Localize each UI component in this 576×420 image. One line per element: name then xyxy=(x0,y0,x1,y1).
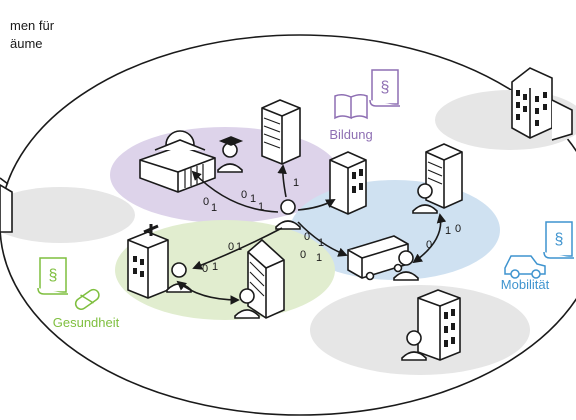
bit-label: 0 xyxy=(203,196,209,208)
header-fragment-line2: äume xyxy=(10,36,43,51)
bit-label: 0 xyxy=(241,189,247,201)
bit-label: 1 xyxy=(250,193,256,205)
arrow-to-museum xyxy=(191,170,279,213)
bit-label: 1 xyxy=(316,252,322,264)
bit-label: 0 xyxy=(300,249,306,261)
document-icon xyxy=(369,69,400,107)
bit-label: 1 xyxy=(445,225,451,237)
arrow-to-bus xyxy=(297,221,348,257)
arrow-bus-building xyxy=(412,213,447,264)
office-tower-icon xyxy=(329,151,367,215)
arrow-hospital-person xyxy=(176,280,240,305)
paragraph-symbol: § xyxy=(49,267,58,284)
binary-digits: 0 1 0 1 1 1 0 1 0 1 0 1 0 1 0 1 0 xyxy=(202,177,461,275)
bit-label: 1 xyxy=(236,241,242,253)
person-icon xyxy=(393,250,419,281)
person-icon xyxy=(412,183,438,214)
bit-label: 1 xyxy=(293,177,299,189)
mobilitaet-label: Mobilität xyxy=(501,277,550,292)
bit-label: 0 xyxy=(202,263,208,275)
bit-label: 1 xyxy=(211,202,217,214)
pill-icon xyxy=(74,288,100,310)
bit-label: 0 xyxy=(426,239,432,251)
connection-lines xyxy=(176,164,447,305)
person-icon xyxy=(401,330,427,361)
bildung-legend: § Bildung xyxy=(329,69,400,142)
graduate-person-icon xyxy=(217,136,244,173)
paragraph-symbol: § xyxy=(555,231,564,248)
office-tower-icon xyxy=(417,289,461,361)
bildung-label: Bildung xyxy=(329,127,372,142)
header-fragment-line1: men für xyxy=(10,18,55,33)
arrow-to-hospital xyxy=(192,227,283,270)
person-hub-icon xyxy=(275,199,301,230)
office-tower-icon xyxy=(425,143,463,209)
bit-label: 0 xyxy=(455,223,461,235)
book-icon xyxy=(334,93,368,120)
bit-label: 0 xyxy=(304,231,310,243)
arrow-to-tower xyxy=(277,164,287,198)
car-icon xyxy=(504,255,546,279)
office-tower-icon xyxy=(247,238,285,319)
office-building-icon xyxy=(511,67,573,141)
person-icon xyxy=(234,288,260,319)
bit-label: 1 xyxy=(258,201,264,213)
paragraph-symbol: § xyxy=(381,79,390,96)
office-tower-icon xyxy=(261,99,301,165)
document-icon xyxy=(543,221,574,259)
city-boundary-ellipse xyxy=(0,34,576,416)
bit-label: 0 xyxy=(228,241,234,253)
gesundheit-label: Gesundheit xyxy=(53,315,120,330)
house-icon xyxy=(0,177,13,233)
mobilitaet-legend: § Mobilität xyxy=(501,221,574,292)
bit-label: 1 xyxy=(212,261,218,273)
arrow-to-building xyxy=(297,199,336,211)
bit-label: 1 xyxy=(318,237,324,249)
background-blob xyxy=(0,187,135,243)
document-icon xyxy=(37,257,68,295)
hospital-building-icon xyxy=(127,224,169,299)
gesundheit-legend: § Gesundheit xyxy=(37,257,120,330)
